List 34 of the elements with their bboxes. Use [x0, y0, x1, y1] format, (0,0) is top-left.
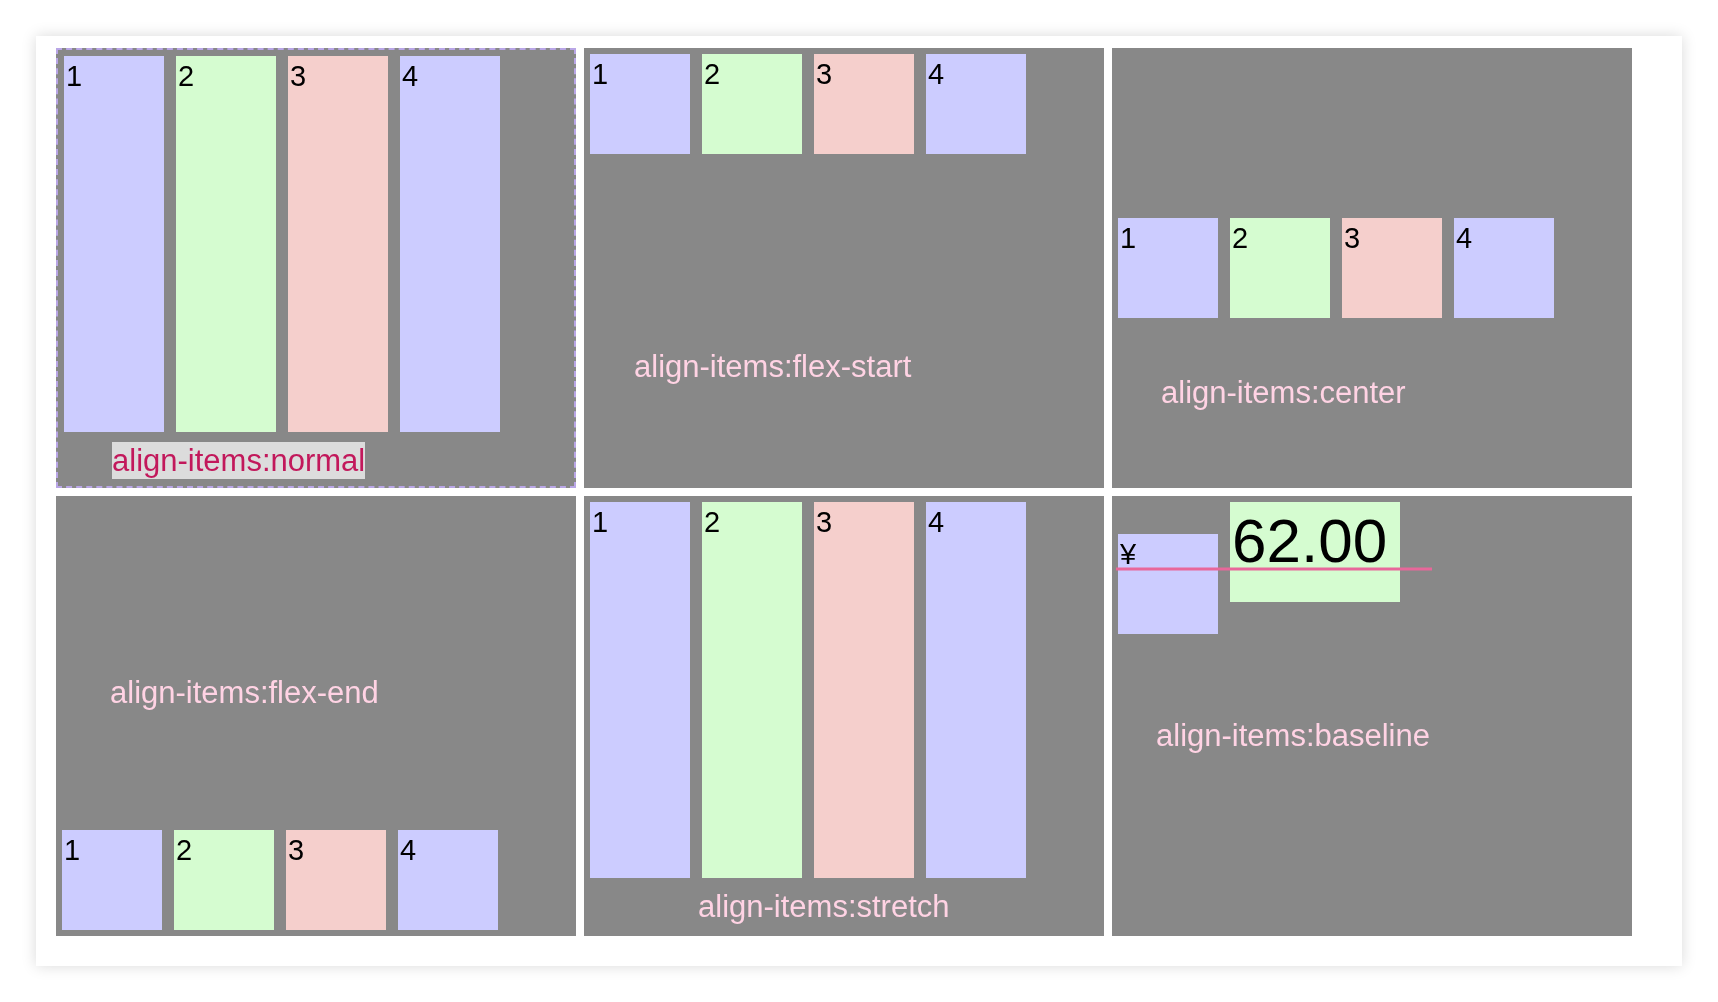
flex-item: 4	[1454, 218, 1554, 318]
flex-item: 2	[1230, 218, 1330, 318]
flex-item: 1	[1118, 218, 1218, 318]
flex-item: 2	[702, 54, 802, 154]
flex-item: 3	[288, 56, 388, 432]
flex-container	[1112, 496, 1632, 936]
flex-item: 2	[702, 502, 802, 878]
flex-container	[584, 496, 1104, 936]
flex-container	[56, 48, 576, 488]
flex-item: 4	[400, 56, 500, 432]
caption-text: align-items:baseline	[1156, 717, 1430, 755]
flex-item: 3	[814, 54, 914, 154]
flex-item: 4	[926, 54, 1026, 154]
caption-text: align-items:flex-end	[110, 674, 379, 712]
caption-text: align-items:center	[1161, 374, 1406, 412]
flex-item: 2	[176, 56, 276, 432]
flex-item: 3	[814, 502, 914, 878]
flex-container	[1112, 48, 1632, 488]
flex-item: 62.00	[1230, 502, 1400, 602]
caption-text: align-items:stretch	[698, 888, 950, 926]
flex-item: 4	[398, 830, 498, 930]
flex-item: 4	[926, 502, 1026, 878]
flex-item: 1	[64, 56, 164, 432]
flex-item: ¥	[1118, 534, 1218, 634]
flex-item: 3	[286, 830, 386, 930]
caption-text: align-items:flex-start	[634, 348, 912, 386]
caption-text: align-items:normal	[112, 442, 366, 480]
flex-item: 1	[590, 502, 690, 878]
flex-container	[584, 48, 1104, 488]
flex-item: 2	[174, 830, 274, 930]
flex-item: 1	[590, 54, 690, 154]
flex-container	[56, 496, 576, 936]
flex-item: 1	[62, 830, 162, 930]
flex-item: 3	[1342, 218, 1442, 318]
